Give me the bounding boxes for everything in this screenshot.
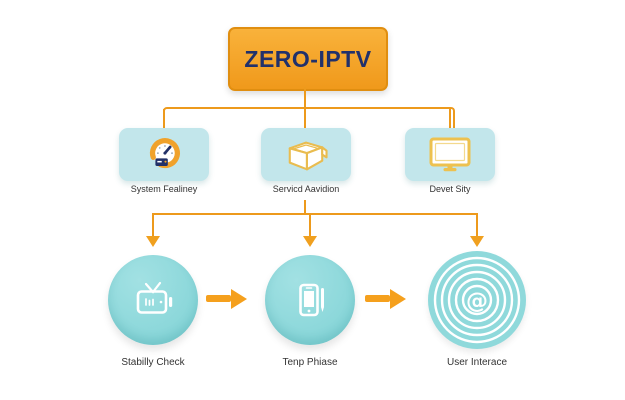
phone-icon (299, 283, 324, 317)
step-label-3: User Interace (446, 357, 508, 368)
connector-step1-stem (152, 214, 154, 237)
feature-label-2: Servicd Aavidion (272, 184, 340, 194)
right-arrow-icon-1 (206, 295, 231, 302)
step-circle-3: @ (428, 251, 526, 349)
connector-right-drop (449, 109, 451, 128)
connector-step3-stem (476, 214, 478, 237)
feature-box-3 (405, 128, 495, 181)
step-label-1: Stabilly Check (121, 357, 185, 368)
connector-steps-bracket (152, 213, 478, 215)
spiral-at-icon: @ (433, 256, 521, 344)
connector-left-drop (163, 109, 165, 128)
down-arrow-icon-1 (146, 236, 160, 247)
feature-box-2 (261, 128, 351, 181)
step-circle-2 (265, 255, 355, 345)
diagram-title: ZERO-IPTV (244, 45, 372, 72)
connector-tree-bracket (163, 107, 455, 129)
tv-icon (136, 281, 173, 314)
connector-step2-stem (309, 214, 311, 237)
gauge-icon (149, 137, 180, 168)
right-arrow-icon-2 (365, 295, 390, 302)
right-arrow-head-2 (390, 289, 406, 309)
feature-label-1: System Fealiney (130, 184, 198, 194)
right-arrow-head-1 (231, 289, 247, 309)
monitor-icon (429, 137, 471, 171)
step-circle-1 (108, 255, 198, 345)
title-box: ZERO-IPTV (228, 27, 388, 91)
feature-label-3: Devet Sity (429, 184, 471, 194)
step-label-2: Tenp Phiase (282, 357, 338, 368)
open-box-icon (288, 141, 328, 170)
connector-mid-stub (304, 200, 306, 213)
at-glyph: @ (466, 289, 488, 314)
feature-box-1 (119, 128, 209, 181)
down-arrow-icon-2 (303, 236, 317, 247)
down-arrow-icon-3 (470, 236, 484, 247)
